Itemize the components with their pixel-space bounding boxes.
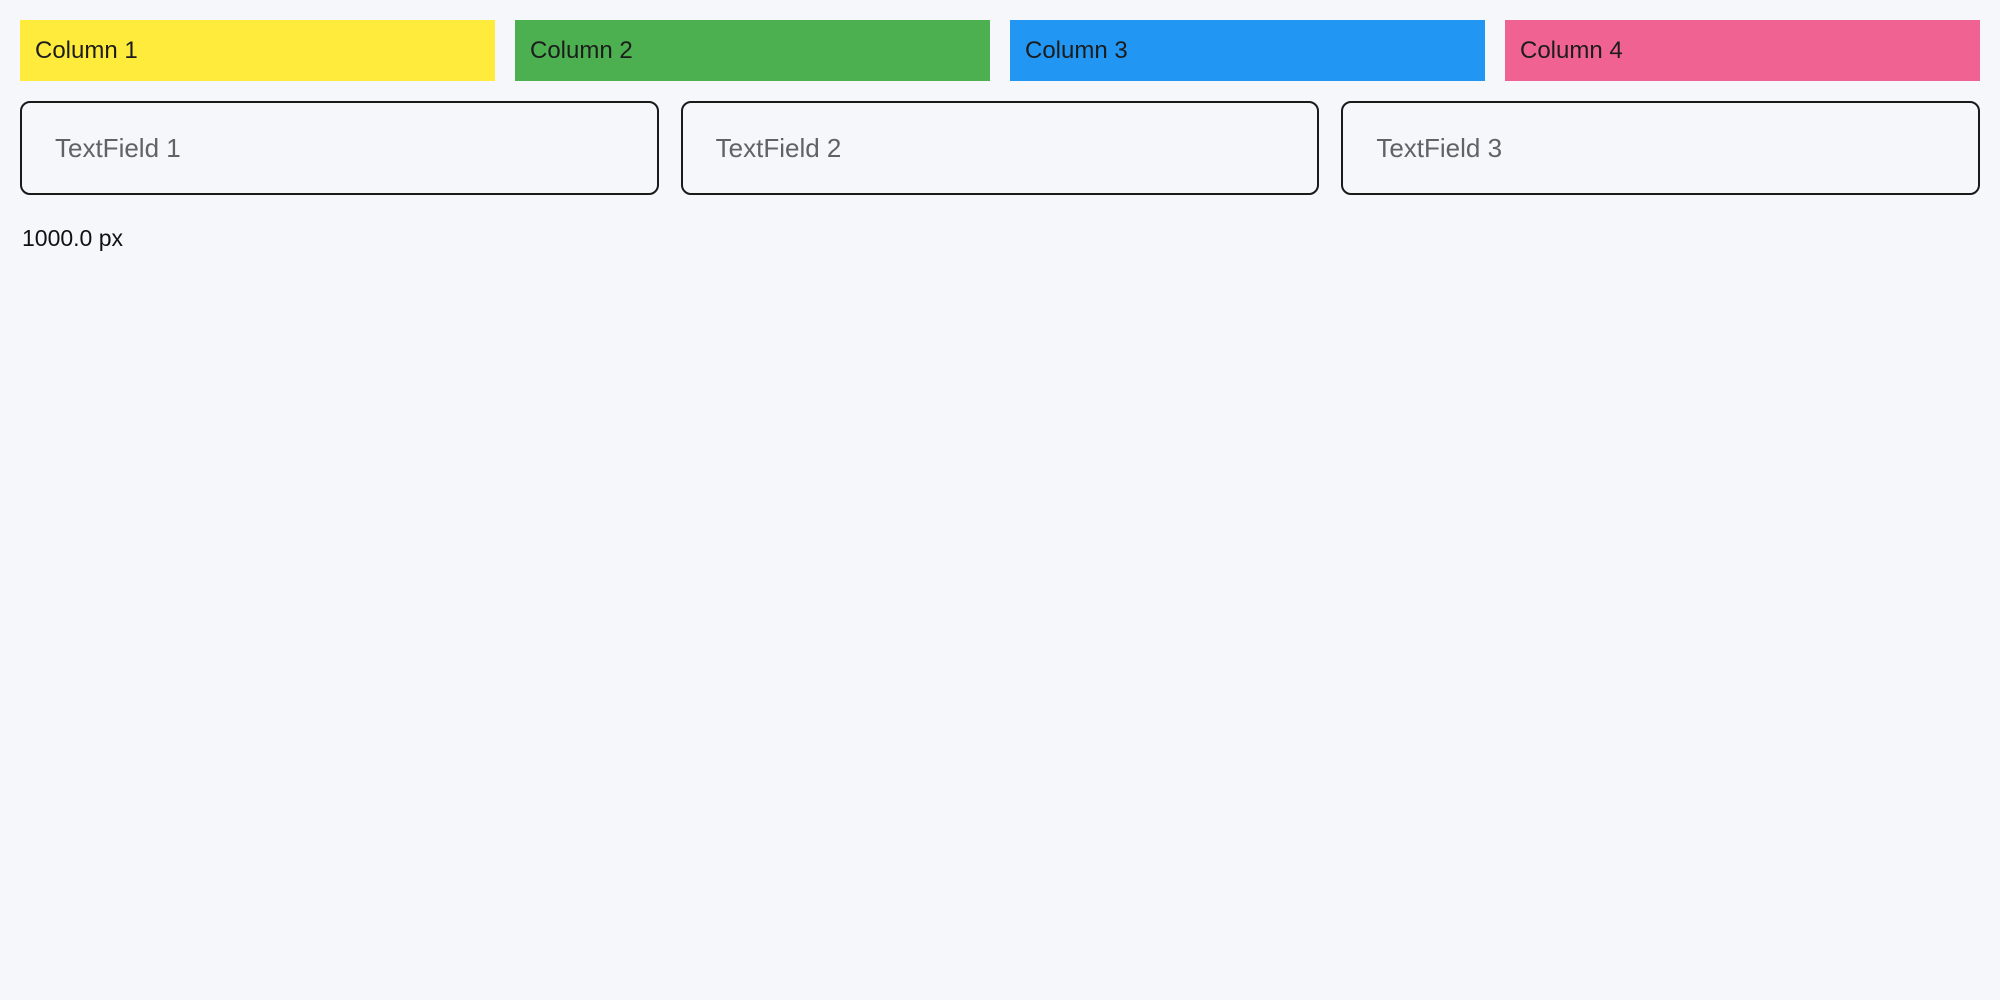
textfield-2[interactable] — [680, 101, 1320, 195]
textfields-row — [20, 101, 1981, 195]
textfield-3[interactable] — [1341, 101, 1981, 195]
width-label: 1000.0 px — [22, 225, 124, 251]
columns-row: Column 1 Column 2 Column 3 Column 4 — [20, 20, 1980, 81]
column-block-4: Column 4 — [1505, 20, 1980, 81]
column-block-2: Column 2 — [515, 20, 990, 81]
column-block-1: Column 1 — [20, 20, 495, 81]
textfield-1[interactable] — [20, 101, 659, 195]
column-block-3: Column 3 — [1010, 20, 1485, 81]
